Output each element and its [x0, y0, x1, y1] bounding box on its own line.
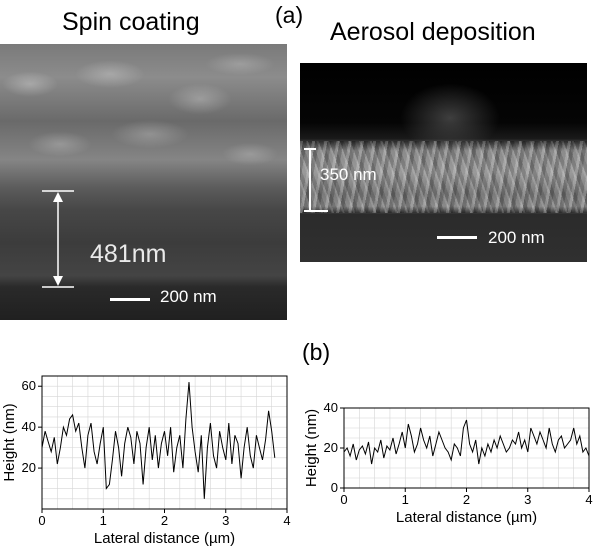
- height-series-line: [41, 382, 276, 499]
- thickness-arrow: [42, 190, 74, 288]
- height-profile-chart-spin: 0 1 2 3 4 20 40 60 Lateral distance (µm) Height…: [1, 375, 291, 547]
- panel-b-label: (b): [302, 339, 331, 365]
- panel-a-label: (a): [275, 2, 304, 28]
- aerosol-deposition-title: Aerosol deposition: [330, 18, 536, 46]
- y-tick-label: 20: [324, 440, 338, 455]
- x-tick-label: 4: [585, 492, 592, 507]
- scale-label-left: 200 nm: [160, 287, 217, 306]
- y-tick-label: 40: [22, 419, 36, 434]
- chart-grid: [41, 375, 288, 510]
- x-tick-label: 2: [463, 492, 470, 507]
- x-tick-label: 3: [524, 492, 531, 507]
- y-tick-label: 60: [22, 378, 36, 393]
- spin-coating-title: Spin coating: [62, 8, 200, 36]
- y-axis-label: Height (nm): [303, 409, 320, 487]
- thickness-label-350: 350 nm: [320, 165, 377, 184]
- chart-ticks: 0 1 2 3 4 20 40 60: [22, 378, 291, 528]
- x-tick-label: 0: [340, 492, 347, 507]
- sem-image-spin-coating: 481nm 200 nm: [0, 44, 287, 320]
- thickness-label-481: 481nm: [90, 240, 167, 268]
- x-tick-label: 4: [283, 513, 290, 528]
- sem-grain-texture: [300, 141, 587, 213]
- sem-glow: [400, 83, 500, 153]
- x-axis-label: Lateral distance (µm): [396, 509, 537, 526]
- y-tick-label: 0: [331, 480, 338, 495]
- x-tick-label: 3: [222, 513, 229, 528]
- height-series-line: [343, 419, 590, 465]
- y-tick-label: 40: [324, 400, 338, 415]
- x-tick-label: 1: [402, 492, 409, 507]
- y-axis-label: Height (nm): [1, 403, 18, 481]
- x-tick-label: 1: [100, 513, 107, 528]
- y-tick-label: 20: [22, 460, 36, 475]
- scale-bar-left: [110, 298, 150, 301]
- scale-label-right: 200 nm: [488, 228, 545, 247]
- x-axis-label: Lateral distance (µm): [94, 530, 235, 547]
- x-tick-label: 0: [38, 513, 45, 528]
- sem-image-aerosol-deposition: 350 nm 200 nm: [300, 63, 587, 262]
- sem-surface-texture: [0, 44, 287, 205]
- scale-bar-right: [437, 236, 477, 239]
- thickness-bar-right: [304, 148, 328, 212]
- x-tick-label: 2: [161, 513, 168, 528]
